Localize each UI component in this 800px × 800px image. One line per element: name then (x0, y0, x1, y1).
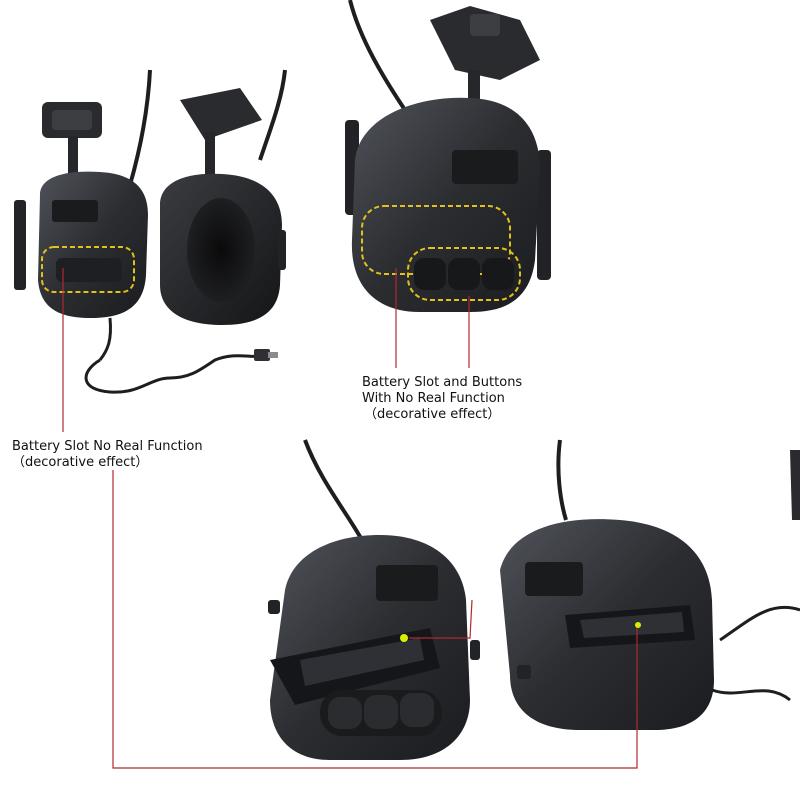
rail-mount-right (180, 88, 262, 177)
label-left-line2: （decorative effect） (12, 455, 149, 470)
right-earpad (160, 173, 286, 325)
left-earcup (14, 171, 148, 361)
indicator-dot-left (400, 634, 408, 642)
label-right-line3: （decorative effect） (364, 407, 501, 422)
callout-bottom-line (112, 470, 638, 769)
top-left-headset (14, 69, 287, 394)
coiled-cable (84, 349, 278, 394)
label-left-line1: Battery Slot No Real Function (12, 439, 203, 454)
callout-lines (62, 268, 638, 769)
label-right-line1: Battery Slot and Buttons (362, 375, 523, 390)
battery-slot-label-left: Battery Slot No Real Function （decorativ… (12, 439, 203, 471)
top-right-earcup (345, 0, 551, 312)
rail-mount-left (42, 102, 102, 186)
indicator-dot-right (635, 622, 641, 628)
battery-slot-label-right: Battery Slot and Buttons With No Real Fu… (362, 375, 522, 423)
bottom-right-earcup-open (500, 439, 800, 730)
bottom-left-earcup-open (268, 439, 480, 760)
callout-bottom-right-line (409, 599, 473, 639)
label-right-line2: With No Real Function (362, 391, 505, 406)
